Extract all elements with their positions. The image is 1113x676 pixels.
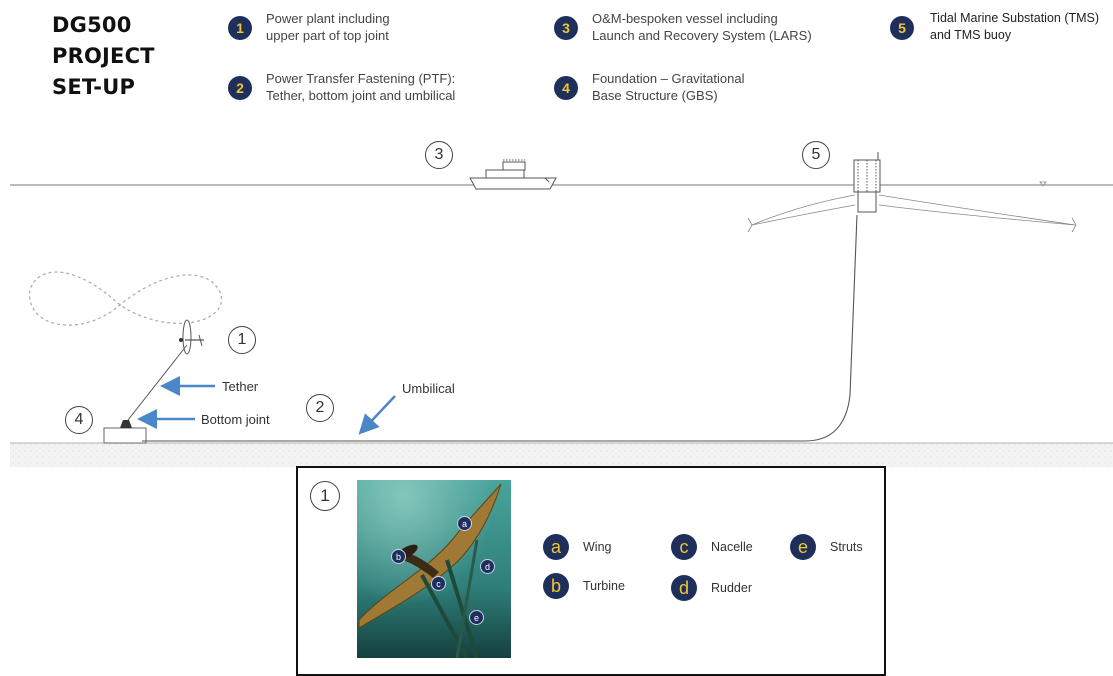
- title-line-1: DG500: [52, 13, 132, 37]
- legend-line: O&M-bespoken vessel including: [592, 11, 778, 26]
- scene-label-3: 3: [425, 141, 453, 169]
- legend-line: Tether, bottom joint and umbilical: [266, 88, 456, 103]
- key-item-struts: e Struts: [790, 534, 863, 560]
- photo-badge-d: d: [480, 559, 495, 574]
- key-label: Rudder: [711, 581, 752, 595]
- legend-text: Foundation – Gravitational Base Structur…: [592, 70, 744, 104]
- legend-line: Power Transfer Fastening (PTF):: [266, 71, 456, 86]
- scene-label-4: 4: [65, 406, 93, 434]
- legend-text: Power plant including upper part of top …: [266, 10, 390, 44]
- mooring-lines: [747, 194, 1077, 233]
- key-label: Wing: [583, 540, 612, 554]
- key-item-nacelle: c Nacelle: [671, 534, 753, 560]
- scene-label-2: 2: [306, 394, 334, 422]
- kite-photo: a b c d e: [357, 480, 511, 658]
- key-badge: b: [543, 573, 569, 599]
- legend-item-2: 2 Power Transfer Fastening (PTF): Tether…: [228, 70, 455, 104]
- key-item-turbine: b Turbine: [543, 573, 625, 599]
- key-item-wing: a Wing: [543, 534, 611, 560]
- tms-buoy: [853, 152, 881, 213]
- legend-number-badge: 1: [228, 16, 252, 40]
- legend-item-1: 1 Power plant including upper part of to…: [228, 10, 390, 44]
- tether-annotation: Tether: [222, 379, 259, 394]
- umbilical-cable: [142, 214, 858, 442]
- photo-badge-e: e: [469, 610, 484, 625]
- legend-line: Power plant including: [266, 11, 390, 26]
- key-badge: c: [671, 534, 697, 560]
- key-badge: a: [543, 534, 569, 560]
- title-line-2: PROJECT: [52, 44, 155, 68]
- umbilical-arrow: [358, 395, 396, 435]
- legend-line: and TMS buoy: [930, 28, 1012, 42]
- legend-item-5: 5 Tidal Marine Substation (TMS) and TMS …: [890, 10, 1099, 44]
- key-label: Nacelle: [711, 540, 753, 554]
- legend-line: Base Structure (GBS): [592, 88, 718, 103]
- legend-text: O&M-bespoken vessel including Launch and…: [592, 10, 812, 44]
- inset-label: 1: [310, 481, 340, 511]
- legend-line: Foundation – Gravitational: [592, 71, 745, 86]
- foundation-gbs: [103, 420, 147, 444]
- key-label: Struts: [830, 540, 863, 554]
- key-item-rudder: d Rudder: [671, 575, 752, 601]
- bottom-joint-annotation: Bottom joint: [201, 412, 270, 427]
- scene-label-1: 1: [228, 326, 256, 354]
- photo-badge-b: b: [391, 549, 406, 564]
- kite-trajectory: [28, 271, 223, 326]
- key-badge: e: [790, 534, 816, 560]
- tether-line: [127, 344, 188, 421]
- seabed: [10, 443, 1113, 467]
- key-label: Turbine: [583, 579, 625, 593]
- legend-number-badge: 3: [554, 16, 578, 40]
- legend-number-badge: 2: [228, 76, 252, 100]
- key-badge: d: [671, 575, 697, 601]
- small-marker: [1039, 181, 1047, 187]
- umbilical-annotation: Umbilical: [402, 381, 455, 396]
- legend-line: Launch and Recovery System (LARS): [592, 28, 812, 43]
- scene-label-5: 5: [802, 141, 830, 169]
- legend-line: Tidal Marine Substation (TMS): [930, 11, 1100, 25]
- kite-power-plant: [179, 319, 204, 355]
- om-vessel: [469, 159, 557, 190]
- photo-badge-a: a: [457, 516, 472, 531]
- legend-text: Tidal Marine Substation (TMS) and TMS bu…: [930, 10, 1099, 44]
- photo-badge-c: c: [431, 576, 446, 591]
- title-line-3: SET-UP: [52, 75, 136, 99]
- legend-item-4: 4 Foundation – Gravitational Base Struct…: [554, 70, 744, 104]
- legend-number-badge: 5: [890, 16, 914, 40]
- legend-line: upper part of top joint: [266, 28, 389, 43]
- legend-text: Power Transfer Fastening (PTF): Tether, …: [266, 70, 455, 104]
- page-title: DG500 PROJECT SET-UP: [52, 10, 155, 103]
- legend-number-badge: 4: [554, 76, 578, 100]
- legend-item-3: 3 O&M-bespoken vessel including Launch a…: [554, 10, 812, 44]
